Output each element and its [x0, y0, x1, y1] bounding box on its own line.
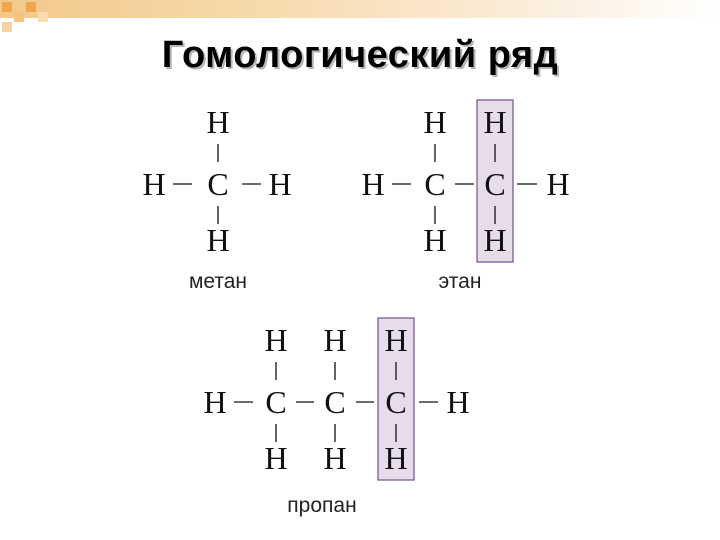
atom-h: H	[446, 384, 469, 420]
decor-square	[26, 2, 36, 12]
atom-h: H	[384, 440, 407, 476]
atom-h: H	[264, 440, 287, 476]
decor-square	[14, 12, 24, 22]
atom-c: C	[484, 166, 505, 202]
atom-c: C	[385, 384, 406, 420]
atom-h: H	[323, 440, 346, 476]
atom-c: C	[324, 384, 345, 420]
repeat-unit-highlight	[476, 99, 514, 263]
atom-h: H	[203, 384, 226, 420]
propane-structure: H H H H C C C H H H H	[203, 317, 470, 481]
atom-h: H	[423, 222, 446, 258]
atom-h: H	[206, 222, 229, 258]
atom-h: H	[206, 104, 229, 140]
atom-h: H	[384, 322, 407, 358]
atom-c: C	[265, 384, 286, 420]
atom-h: H	[268, 166, 291, 202]
ethane-label: этан	[438, 270, 482, 293]
atom-h: H	[142, 166, 165, 202]
decor-square	[2, 2, 12, 12]
repeat-unit-highlight	[377, 317, 415, 481]
atom-h: H	[546, 166, 569, 202]
atom-c: C	[424, 166, 445, 202]
atom-h: H	[323, 322, 346, 358]
top-decoration-band	[0, 0, 720, 18]
atom-h: H	[423, 104, 446, 140]
atom-h: H	[361, 166, 384, 202]
ethane-structure: H H H C C H H H	[361, 99, 570, 263]
methane-structure: H H C H H	[142, 104, 291, 258]
atom-h: H	[483, 104, 506, 140]
methane-label: метан	[188, 270, 248, 293]
atom-h: H	[264, 322, 287, 358]
slide-title: Гомологический ряд	[161, 34, 559, 76]
propane-label: пропан	[287, 494, 357, 517]
decor-square	[2, 22, 12, 32]
decor-square	[38, 12, 48, 22]
atom-h: H	[483, 222, 506, 258]
atom-c: C	[207, 166, 228, 202]
